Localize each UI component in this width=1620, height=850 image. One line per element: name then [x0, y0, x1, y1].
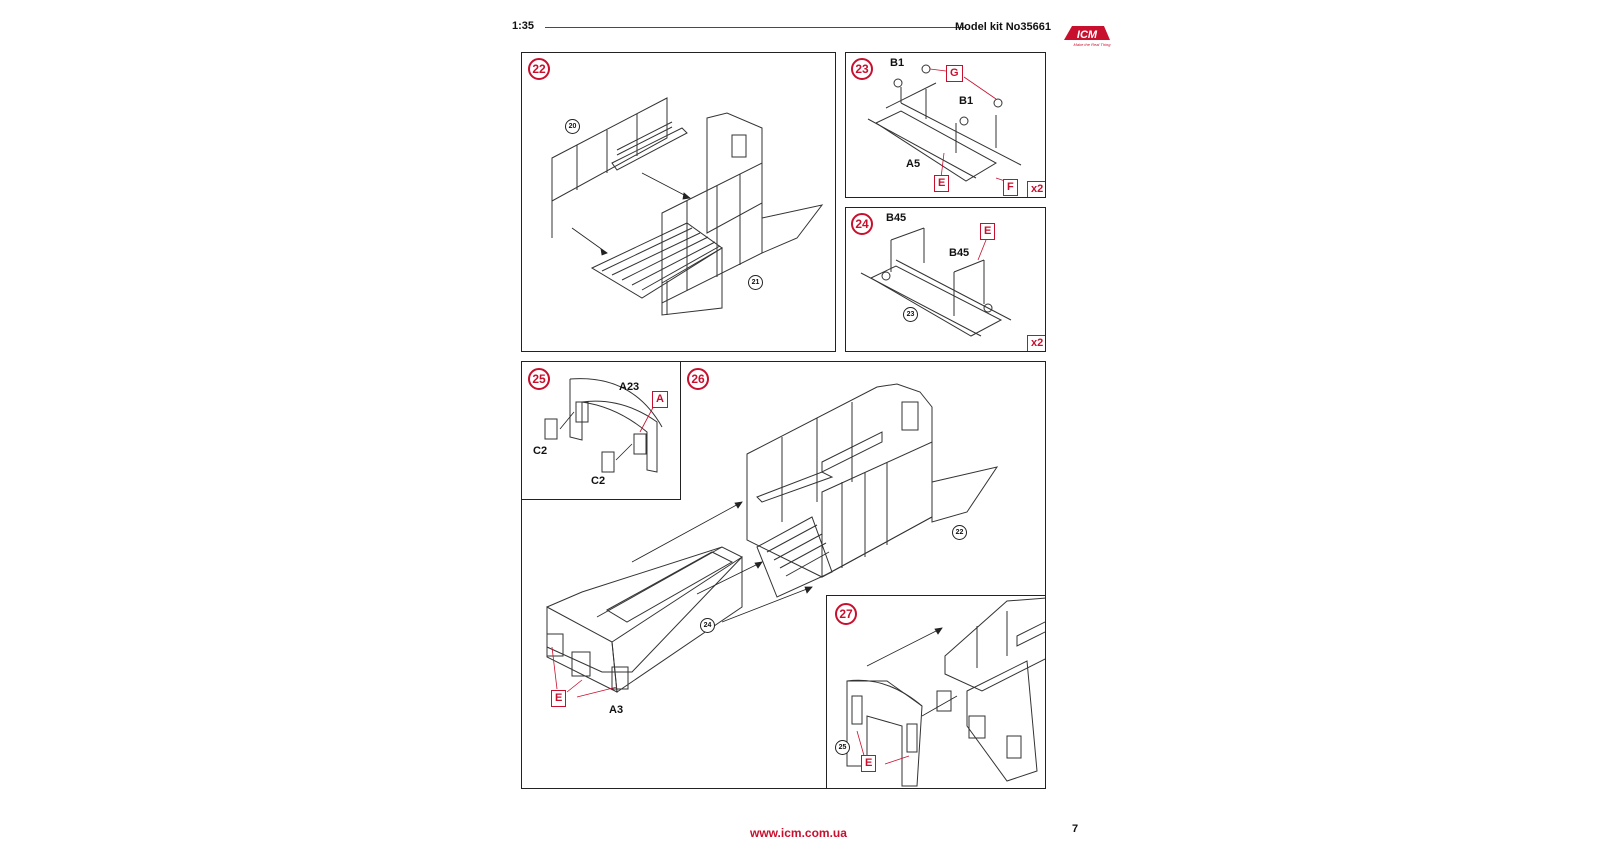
multiplier-x2: x2 — [1027, 335, 1045, 351]
step-26-number: 26 — [687, 368, 709, 390]
callout-f: F — [1003, 179, 1018, 196]
step-22-drawing — [551, 97, 824, 316]
ref-22: 22 — [952, 525, 967, 540]
logo-tagline: Make the Real Thing — [1074, 42, 1112, 47]
ref-20: 20 — [565, 119, 580, 134]
part-c2-right: C2 — [591, 475, 606, 487]
icm-logo: ICM Make the Real Thing — [1062, 22, 1112, 53]
step-23-panel: 23 B1 B1 A5 G E F x2 — [845, 52, 1046, 198]
step-27-panel: 27 25 E — [826, 595, 1046, 789]
callout-e: E — [551, 690, 567, 707]
part-a3: A3 — [609, 704, 624, 716]
callout-a: A — [652, 391, 668, 408]
step-26-drawing — [546, 383, 999, 698]
part-b45-right: B45 — [949, 247, 970, 259]
step-23-number: 23 — [851, 58, 873, 80]
scale-label: 1:35 — [512, 20, 535, 32]
step-24-number: 24 — [851, 213, 873, 235]
step-23-drawing — [867, 64, 1022, 184]
step-22-panel: 22 20 21 — [521, 52, 836, 352]
ref-23: 23 — [903, 307, 918, 322]
kit-number: Model kit No35661 — [955, 21, 1051, 33]
step-25-number: 25 — [528, 368, 550, 390]
step-25-panel: 25 A23 C2 C2 A — [521, 361, 681, 500]
ref-24: 24 — [700, 618, 715, 633]
part-c2-left: C2 — [533, 445, 548, 457]
part-b1-right: B1 — [959, 95, 974, 107]
part-b45-left: B45 — [886, 212, 907, 224]
page-number: 7 — [1072, 823, 1079, 835]
step-24-panel: 24 B45 B45 E 23 x2 — [845, 207, 1046, 352]
callout-g: G — [946, 65, 963, 82]
step-24-drawing — [860, 227, 1012, 337]
logo-brand: ICM — [1077, 29, 1098, 41]
multiplier-x2: x2 — [1027, 181, 1045, 197]
part-a5: A5 — [906, 158, 921, 170]
step-27-drawing — [846, 597, 1045, 787]
step-22-number: 22 — [528, 58, 550, 80]
part-a23: A23 — [619, 381, 640, 393]
callout-e: E — [980, 223, 996, 240]
website-link[interactable]: www.icm.com.ua — [750, 826, 847, 840]
callout-e: E — [934, 175, 950, 192]
callout-e: E — [861, 755, 877, 772]
header-rule — [545, 27, 965, 28]
ref-25: 25 — [835, 740, 850, 755]
ref-21: 21 — [748, 275, 763, 290]
step-27-number: 27 — [835, 603, 857, 625]
part-b1-left: B1 — [890, 57, 905, 69]
